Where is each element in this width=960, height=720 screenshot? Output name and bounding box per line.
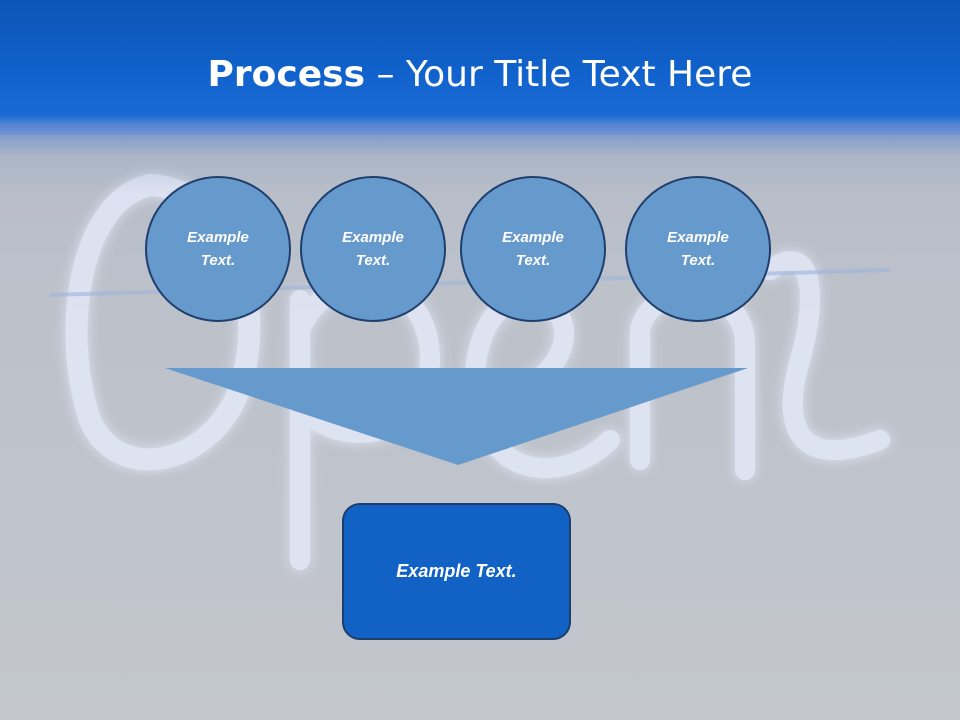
title-bar: [0, 0, 960, 135]
step-circle-1: Example Text.: [145, 176, 291, 322]
slide-title-bold: Process: [207, 54, 366, 95]
slide-title-rest: – Your Title Text Here: [365, 54, 753, 95]
step-circle-4: Example Text.: [625, 176, 771, 322]
step-label-2: Example Text.: [342, 229, 404, 269]
step-circle-3: Example Text.: [460, 176, 606, 322]
funnel-triangle: [165, 368, 748, 465]
step-label-3: Example Text.: [502, 229, 564, 269]
title-bar-fade: [0, 125, 960, 195]
step-label-4: Example Text.: [667, 229, 729, 269]
step-circle-2: Example Text.: [300, 176, 446, 322]
result-label: Example Text.: [396, 561, 517, 581]
step-label-1: Example Text.: [187, 229, 249, 269]
slide-title: Process – Your Title Text Here: [0, 52, 960, 98]
result-box: Example Text.: [342, 503, 571, 640]
